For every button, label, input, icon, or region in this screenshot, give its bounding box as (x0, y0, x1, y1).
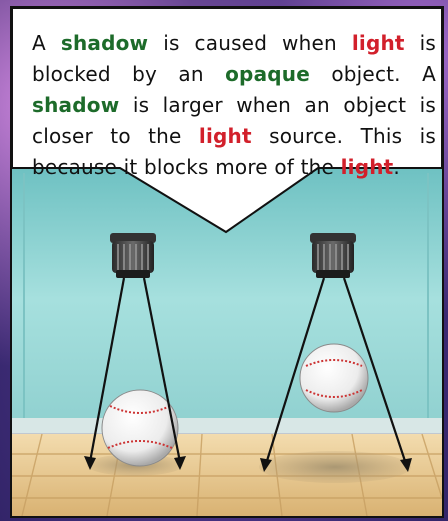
illustration-panel: A shadow is caused when light is blocked… (10, 6, 444, 518)
explanation-text: A shadow is caused when light is blocked… (32, 28, 436, 183)
baseball-icon (102, 390, 178, 466)
spotlight-icon (110, 233, 156, 278)
keyword-light: light (199, 124, 252, 148)
baseball-icon (300, 344, 368, 412)
skirting-board (12, 418, 442, 434)
spotlight-icon (310, 233, 356, 278)
keyword-shadow: shadow (32, 93, 119, 117)
keyword-shadow: shadow (61, 31, 148, 55)
keyword-light: light (352, 31, 405, 55)
keyword-opaque: opaque (225, 62, 310, 86)
shadow-large (259, 451, 411, 483)
keyword-light: light (341, 155, 394, 179)
